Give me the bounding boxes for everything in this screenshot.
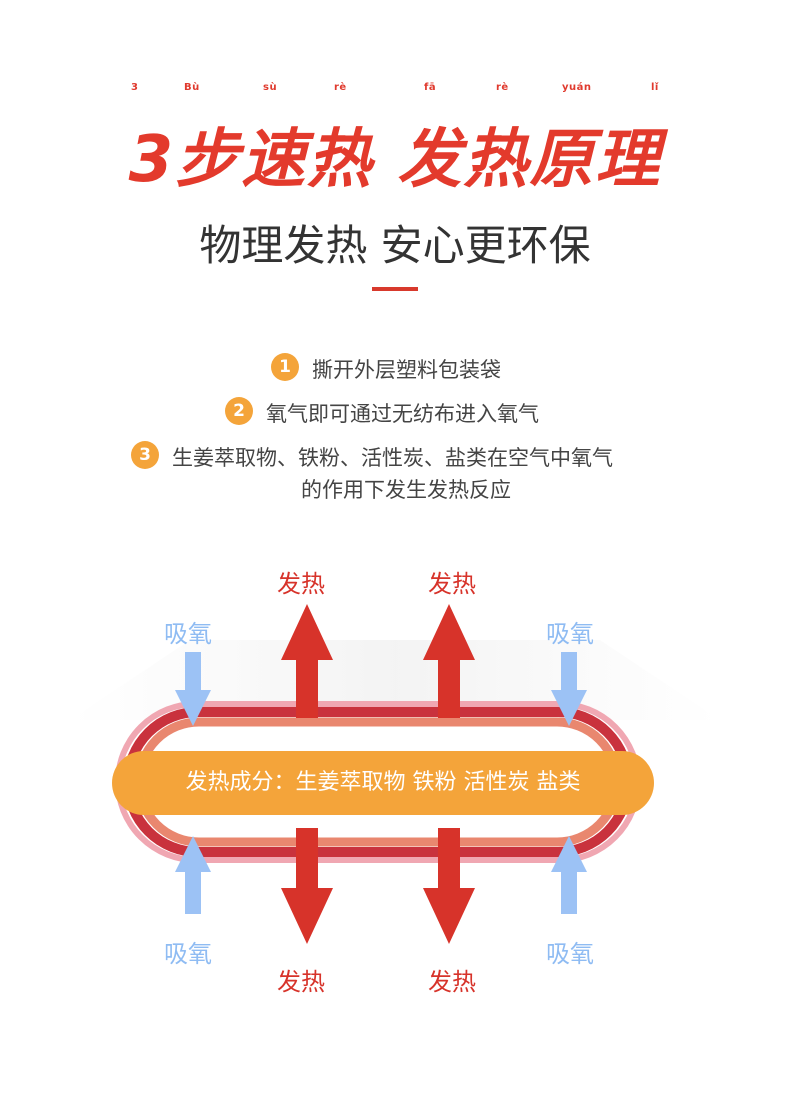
title-divider xyxy=(372,287,418,291)
oxygen-label-top-right: 吸氧 xyxy=(546,620,594,648)
pinyin-2: Bù xyxy=(184,82,200,93)
ingredient-band xyxy=(112,751,654,815)
oxygen-arrow-up-left xyxy=(175,836,211,914)
oxygen-arrow-up-right xyxy=(551,836,587,914)
pinyin-1: 3 xyxy=(131,82,139,93)
page-title: 3步速热 发热原理 xyxy=(128,123,662,197)
step-1-badge: 1 xyxy=(271,353,299,381)
oxygen-arrow-down-right xyxy=(551,652,587,726)
pinyin-7: yuán xyxy=(562,82,592,93)
step-3-text-line2: 的作用下发生发热反应 xyxy=(301,478,511,502)
oxygen-label-bottom-left: 吸氧 xyxy=(164,940,212,968)
step-2-text: 氧气即可通过无纺布进入氧气 xyxy=(266,402,539,426)
step-3-text-line1: 生姜萃取物、铁粉、活性炭、盐类在空气中氧气 xyxy=(172,446,613,470)
pinyin-4: rè xyxy=(334,82,347,93)
heat-arrow-down-right xyxy=(423,828,475,944)
ingredient-band-text: 发热成分：生姜萃取物 铁粉 活性炭 盐类 xyxy=(185,770,581,795)
heat-arrow-up-right xyxy=(423,604,475,718)
pinyin-3: sù xyxy=(263,82,278,93)
step-3-badge: 3 xyxy=(131,441,159,469)
pinyin-6: rè xyxy=(496,82,509,93)
page-subtitle: 物理发热 安心更环保 xyxy=(199,221,591,270)
step-2-badge: 2 xyxy=(225,397,253,425)
oxygen-label-top-left: 吸氧 xyxy=(164,620,212,648)
heat-label-top-right: 发热 xyxy=(428,570,476,598)
heat-label-bottom-left: 发热 xyxy=(277,968,325,996)
oxygen-label-bottom-right: 吸氧 xyxy=(546,940,594,968)
oxygen-arrow-down-left xyxy=(175,652,211,726)
heat-label-top-left: 发热 xyxy=(277,570,325,598)
heat-arrow-up-left xyxy=(281,604,333,718)
step-1-text: 撕开外层塑料包装袋 xyxy=(312,358,501,382)
heat-arrow-down-left xyxy=(281,828,333,944)
pinyin-5: fā xyxy=(424,82,437,93)
heat-label-bottom-right: 发热 xyxy=(428,968,476,996)
pinyin-8: lǐ xyxy=(651,82,659,93)
